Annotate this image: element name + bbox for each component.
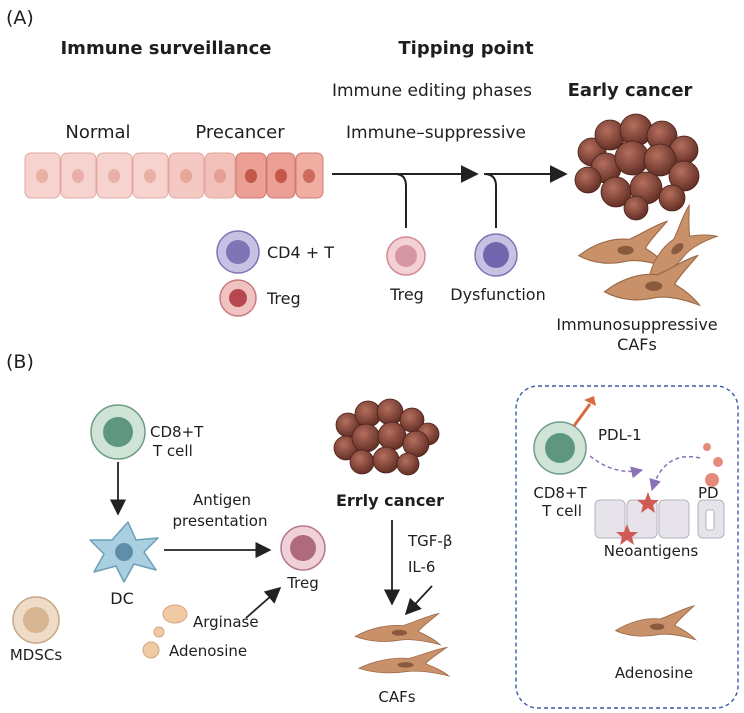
cd4-t-label: CD4 + T — [267, 243, 334, 262]
pdl1-ligand — [572, 396, 596, 427]
arginase-label: Arginase — [193, 613, 259, 631]
immune-suppressive-label: Immune–suppressive — [346, 123, 526, 143]
precancer-label: Precancer — [195, 122, 285, 143]
dysfunction-label: Dysfunction — [450, 285, 545, 304]
tipping-point-title: Tipping point — [398, 38, 534, 59]
cd8-line1-label: CD8+T — [150, 423, 204, 441]
tumor-microenvironment-box — [515, 385, 739, 709]
box-adenosine-label: Adenosine — [615, 664, 693, 682]
treg-left-label: Treg — [266, 289, 301, 308]
cafs-b-label: CAFs — [378, 688, 415, 706]
panel-a-label: (A) — [6, 7, 34, 29]
cafs-line1-label: Immunosuppressive — [556, 315, 717, 334]
cd8-to-tumor-dashed-arrow — [589, 455, 644, 479]
box-cd8-t-cell — [533, 421, 587, 475]
dysfunction-cell — [474, 233, 518, 277]
box-caf-cell — [615, 605, 697, 641]
immune-editing-label: Immune editing phases — [332, 81, 532, 101]
mdsc-cell — [12, 596, 60, 644]
errly-cancer-label: Errly cancer — [336, 491, 444, 510]
box-cd8-line2-label: T cell — [541, 502, 582, 520]
treg-cell-b — [280, 525, 326, 571]
normal-label: Normal — [65, 122, 130, 143]
treg-cell-left — [219, 279, 257, 317]
antigen-line2-label: presentation — [173, 512, 268, 530]
immunosuppressive-cafs — [578, 203, 718, 306]
epithelium-row — [24, 152, 324, 199]
cd8-t-cell — [90, 404, 146, 460]
dendritic-cell — [89, 521, 159, 583]
errly-cancer-tumor — [333, 398, 440, 476]
panel-b-label: (B) — [6, 351, 34, 373]
neoantigen-tumor-cells — [594, 499, 725, 539]
normal-cells — [24, 152, 236, 199]
metabolite-particles — [142, 604, 188, 659]
cd8-line2-label: T cell — [152, 442, 193, 460]
cd4-t-cell — [216, 230, 260, 274]
box-pdl1-label: PDL-1 — [598, 426, 642, 444]
early-cancer-title: Early cancer — [568, 80, 693, 101]
box-pd-label: PD — [698, 484, 719, 502]
pd-dashed-arrow — [649, 456, 701, 492]
cafs-cluster-b — [354, 613, 450, 677]
il6-to-cafs-arrow — [404, 585, 433, 616]
immune-surveillance-title: Immune surveillance — [60, 38, 271, 59]
progression-arrows — [332, 165, 568, 228]
secreted-particles — [703, 443, 723, 487]
tgf-beta-label: TGF-β — [407, 532, 452, 550]
treg-mid-label: Treg — [389, 285, 424, 304]
treg-cell-mid — [386, 236, 426, 276]
il6-label: IL-6 — [408, 558, 435, 576]
box-cd8-line1-label: CD8+T — [533, 484, 587, 502]
box-neoantigens-label: Neoantigens — [604, 542, 699, 560]
cafs-line2-label: CAFs — [617, 335, 657, 354]
early-cancer-tumor — [574, 113, 700, 221]
arginase-to-treg-arrow — [245, 586, 282, 619]
mdscs-label: MDSCs — [10, 646, 62, 664]
treg-b-label: Treg — [286, 574, 319, 592]
precancer-cells — [235, 152, 324, 199]
adenosine-label: Adenosine — [169, 642, 247, 660]
neoantigen-star-icon — [616, 492, 659, 545]
dc-label: DC — [110, 589, 134, 608]
antigen-line1-label: Antigen — [193, 491, 251, 509]
